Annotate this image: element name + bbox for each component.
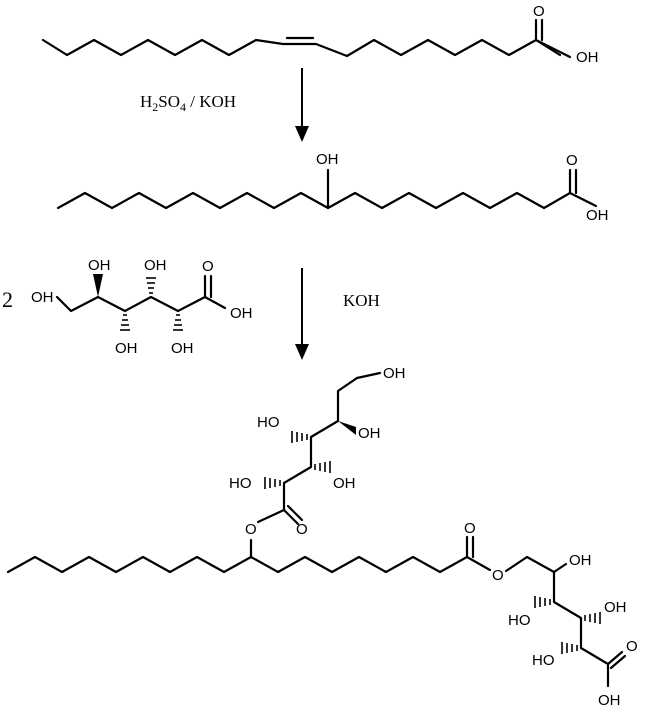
hydroxyl-group: OH [115, 340, 138, 357]
hashed-bond [120, 314, 130, 331]
hashed-bond [561, 642, 578, 654]
reaction-arrow-1 [295, 68, 309, 142]
carbonyl-oxygen: O [296, 521, 308, 538]
acid-hydroxyl: OH [230, 305, 253, 322]
carbonyl-bond [282, 508, 300, 526]
reagents-step-1: H2SO4 / KOH [140, 92, 236, 114]
oleic-acid-structure: O OH [41, 3, 599, 66]
acid-hydroxyl: OH [576, 49, 599, 66]
hydroxyl-group: HO [508, 612, 531, 629]
carbonyl-oxygen: O [202, 258, 214, 275]
hashed-bond [264, 477, 281, 489]
hydroxyl-group: OH [88, 257, 111, 274]
acid-hydroxyl: OH [586, 207, 609, 224]
hashed-bond [534, 596, 551, 608]
hydroxyl-group: HO [229, 475, 252, 492]
acid-oh-bond [568, 191, 598, 208]
carbonyl-bond [606, 650, 624, 666]
carbonyl-bond [286, 504, 304, 522]
hydroxystearic-acid-structure: OH O OH [56, 151, 609, 224]
oleic-acid-chain [41, 38, 562, 58]
stoich-coefficient: 2 [2, 287, 13, 312]
carbonyl-oxygen: O [464, 520, 476, 537]
wedge-bond [338, 421, 356, 435]
wedge-bond [93, 274, 103, 297]
upper-gluconate-chain [282, 371, 382, 512]
product-structure: O O OH HO OH HO OH [6, 365, 638, 709]
hydroxyl-group: HO [257, 414, 280, 431]
acid-oh-bond [203, 295, 227, 310]
hashed-bond [146, 277, 156, 294]
lower-gluconate-chain [504, 555, 610, 688]
hydroxyl-group: OH [316, 151, 339, 168]
hashed-bond [314, 461, 331, 473]
hashed-bond [584, 612, 601, 624]
hydroxyl-group: OH [358, 425, 381, 442]
ester-oxygen: O [245, 521, 257, 538]
ester-o-bond [465, 555, 492, 572]
hydroxyl-group: OH [604, 599, 627, 616]
hydroxyl-group: HO [532, 652, 555, 669]
carbonyl-oxygen: O [533, 3, 545, 20]
hydroxyl-group: OH [383, 365, 406, 382]
carbonyl-oxygen: O [566, 152, 578, 169]
reaction-arrow-2 [295, 268, 309, 360]
gluconic-acid-structure: OH OH OH OH OH O OH [31, 257, 253, 357]
carbonyl-oxygen: O [626, 638, 638, 655]
reagents-step-2: KOH [343, 291, 380, 310]
product-alkyl-chain [6, 555, 469, 574]
acid-oh-bond [534, 38, 572, 59]
hashed-bond [173, 314, 183, 331]
ester-oxygen: O [492, 567, 504, 584]
hydroxyl-group: OH [144, 257, 167, 274]
hydroxyl-group: OH [333, 475, 356, 492]
hydroxyl-group: OH [569, 552, 592, 569]
carbonyl-bond [609, 654, 627, 670]
gluconic-acid-chain [55, 295, 207, 313]
hydroxyl-bond [552, 562, 568, 574]
hydroxyl-group: OH [31, 289, 54, 306]
hashed-bond [291, 431, 308, 443]
ester-o-bond [256, 508, 286, 524]
hydroxyl-group: OH [171, 340, 194, 357]
hydroxystearic-acid-chain [56, 191, 572, 210]
acid-hydroxyl: OH [598, 692, 621, 709]
